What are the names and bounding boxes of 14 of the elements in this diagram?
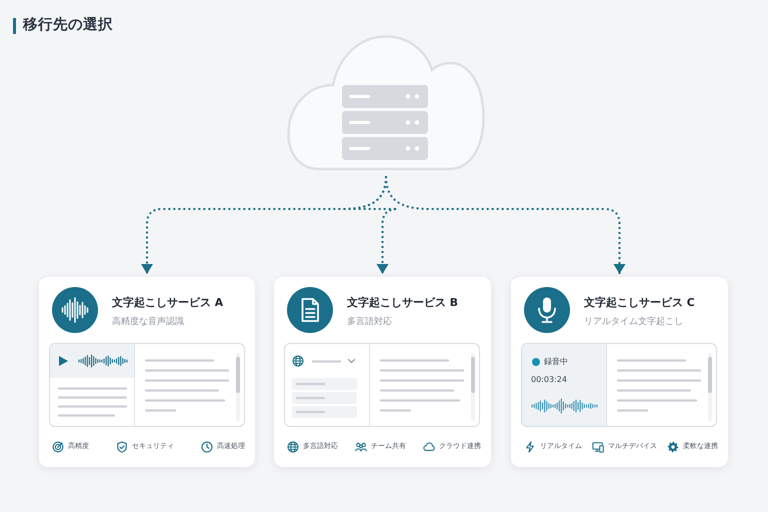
- status-label: 録音中: [544, 356, 568, 368]
- card-title: 文字起こしサービス C: [584, 295, 695, 311]
- card-subtitle: リアルタイム文字起こし: [584, 315, 683, 329]
- page-title: 移行先の選択: [23, 16, 113, 35]
- timer-text: 00:03:24: [531, 374, 567, 386]
- cloud-server-illustration: [287, 35, 485, 173]
- card-subtitle: 多言語対応: [347, 315, 392, 329]
- service-card: [39, 277, 255, 467]
- card-subtitle: 高精度な音声認識: [112, 315, 184, 329]
- card-title: 文字起こしサービス A: [112, 295, 224, 311]
- dotted-arrow: [385, 176, 626, 274]
- service-card: [274, 277, 491, 467]
- card-title: 文字起こしサービス B: [347, 295, 458, 311]
- service-card: [511, 277, 728, 467]
